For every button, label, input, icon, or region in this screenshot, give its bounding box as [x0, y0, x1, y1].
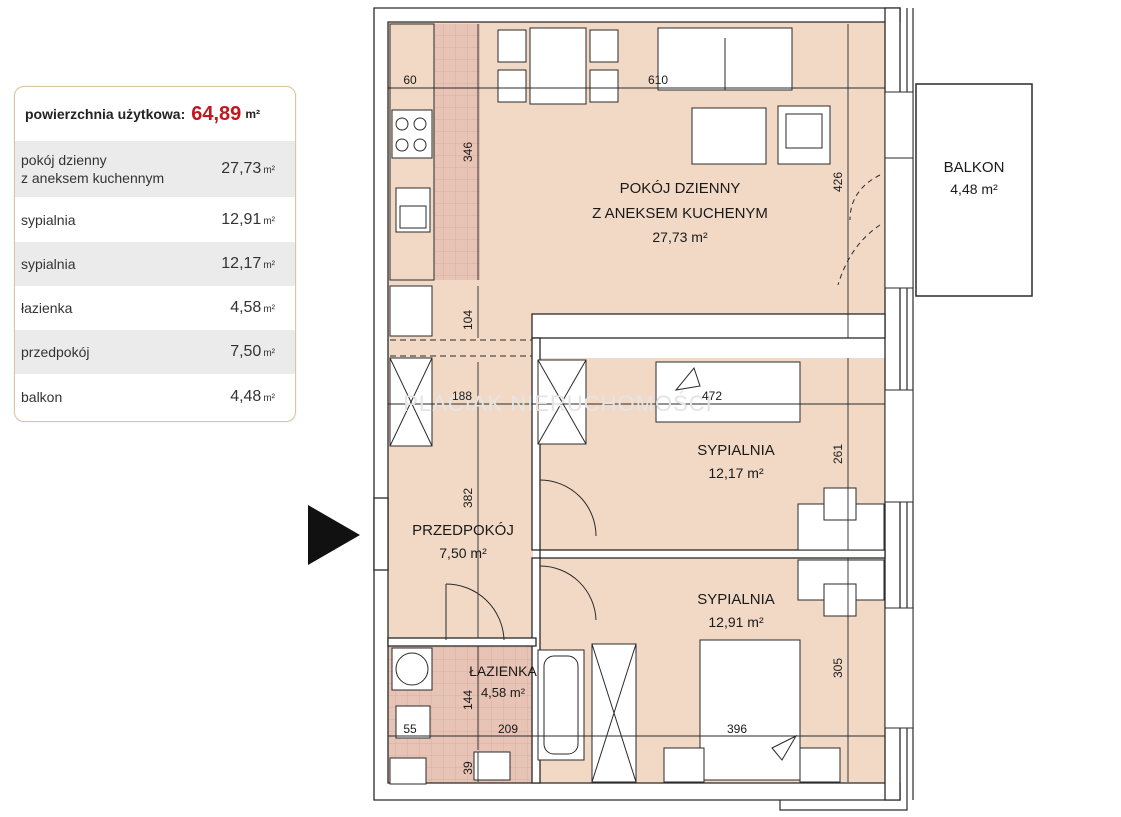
dimension-label: 188 — [452, 389, 472, 403]
bathroom-area: 4,58 m² — [481, 685, 526, 700]
dining-set — [497, 27, 831, 165]
bathroom-name: ŁAZIENKA — [469, 663, 537, 679]
dimension-label: 144 — [461, 690, 475, 710]
living-room-area: 27,73 m² — [652, 229, 708, 245]
area-row-value: 12,91 — [221, 210, 262, 228]
bedroom-2-name: SYPIALNIA — [697, 591, 775, 608]
area-row-label: przedpokój — [21, 344, 90, 360]
dashed-lines — [390, 339, 532, 357]
balcony-name: BALKON — [944, 159, 1005, 176]
total-area-label: powierzchnia użytkowa: — [25, 106, 186, 122]
dimension-label: 426 — [831, 172, 845, 192]
area-summary-card: powierzchnia użytkowa: 64,89 m² pokój dz… — [14, 86, 296, 422]
total-area-unit: m² — [245, 107, 260, 121]
dimension-label: 60 — [403, 73, 417, 87]
dimension-label: 346 — [461, 142, 475, 162]
area-row-value: 4,48 — [230, 387, 262, 405]
area-row-value: 12,17 — [221, 255, 262, 272]
dimension-label: 261 — [831, 444, 845, 464]
hallway-name: PRZEDPOKÓJ — [412, 522, 514, 539]
dimension-label: 396 — [727, 722, 747, 736]
dimension-label: 472 — [702, 389, 722, 403]
dimension-label: 104 — [461, 310, 475, 330]
windows — [884, 91, 914, 729]
total-area-value: 64,89 — [191, 102, 242, 125]
area-row-unit: m² — [263, 348, 275, 359]
area-row-unit: m² — [263, 165, 275, 176]
bedroom-2-area: 12,91 m² — [708, 614, 764, 630]
area-row-unit: m² — [263, 215, 275, 227]
total-area-header: powierzchnia użytkowa: 64,89 m² — [15, 87, 295, 141]
living-room-name: POKÓJ DZIENNY — [620, 180, 741, 197]
bedroom-1-name: SYPIALNIA — [697, 442, 775, 459]
area-row-unit: m² — [263, 260, 275, 271]
watermark: PLACIAK NIERUCHOMOŚCI — [403, 391, 713, 416]
area-row-label: łazienka — [21, 300, 73, 316]
dimension-label: 55 — [403, 722, 417, 736]
bedroom-furniture — [655, 361, 885, 783]
kitchen-backsplash — [434, 24, 480, 280]
living-room-name-2: Z ANEKSEM KUCHENYM — [592, 205, 768, 222]
dimension-label: 305 — [831, 658, 845, 678]
wardrobes — [389, 357, 637, 783]
dimension-label: 382 — [461, 488, 475, 508]
balcony — [915, 83, 1033, 297]
area-row-label: pokój dzienny z aneksem kuchennym — [21, 152, 165, 186]
area-row-label: balkon — [21, 388, 63, 405]
area-row-unit: m² — [263, 392, 275, 404]
area-row-value: 27,73 — [221, 160, 262, 177]
hallway-area: 7,50 m² — [439, 545, 487, 561]
area-row-value: 7,50 — [230, 343, 262, 360]
bathroom-fixtures — [389, 647, 585, 785]
dimension-label: 209 — [498, 722, 518, 736]
area-row-label: sypialnia — [21, 211, 76, 228]
area-row-unit: m² — [263, 304, 275, 315]
dimension-label: 39 — [461, 761, 475, 775]
kitchen-fixtures — [389, 23, 435, 337]
dimension-labels: 60 610 346 426 104 188 472 261 382 305 1… — [403, 73, 845, 775]
dimension-lines — [388, 24, 885, 782]
area-row-label: sypialnia — [21, 256, 76, 272]
entrance-arrow-icon — [308, 505, 360, 565]
balcony-area: 4,48 m² — [950, 181, 998, 197]
dimension-label: 610 — [648, 73, 668, 87]
bedroom-1-area: 12,17 m² — [708, 465, 764, 481]
area-row-value: 4,58 — [230, 299, 262, 316]
doors — [445, 479, 597, 641]
